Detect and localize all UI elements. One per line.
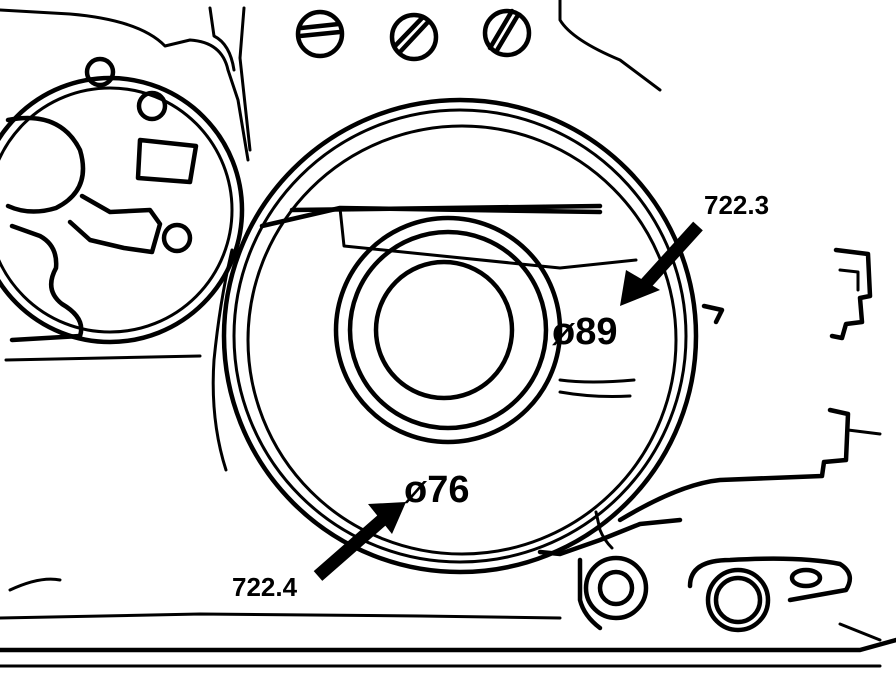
- shaft-seal-rings: [333, 215, 563, 445]
- timing-cover-ring: [211, 97, 699, 575]
- right-bracket: [617, 247, 882, 523]
- arrow-722-4: [313, 502, 406, 581]
- screw-head-3: [482, 8, 532, 58]
- screw-head-2: [389, 12, 439, 62]
- part-number-722-4: 722.4: [232, 572, 298, 602]
- part-number-722-3: 722.3: [704, 190, 769, 220]
- left-pump-cover: [0, 56, 245, 362]
- lower-bolt-2: [687, 556, 853, 633]
- diameter-76-label: ø76: [404, 469, 469, 511]
- lower-bolt-1: [583, 555, 649, 621]
- diameter-89-label: ø89: [552, 311, 617, 353]
- arrow-722-3: [620, 221, 703, 306]
- lower-housing-edge: [0, 510, 896, 668]
- housing-top-edge: [0, 0, 662, 162]
- screw-head-1: [295, 9, 345, 59]
- seal-seat-outer: [259, 203, 638, 398]
